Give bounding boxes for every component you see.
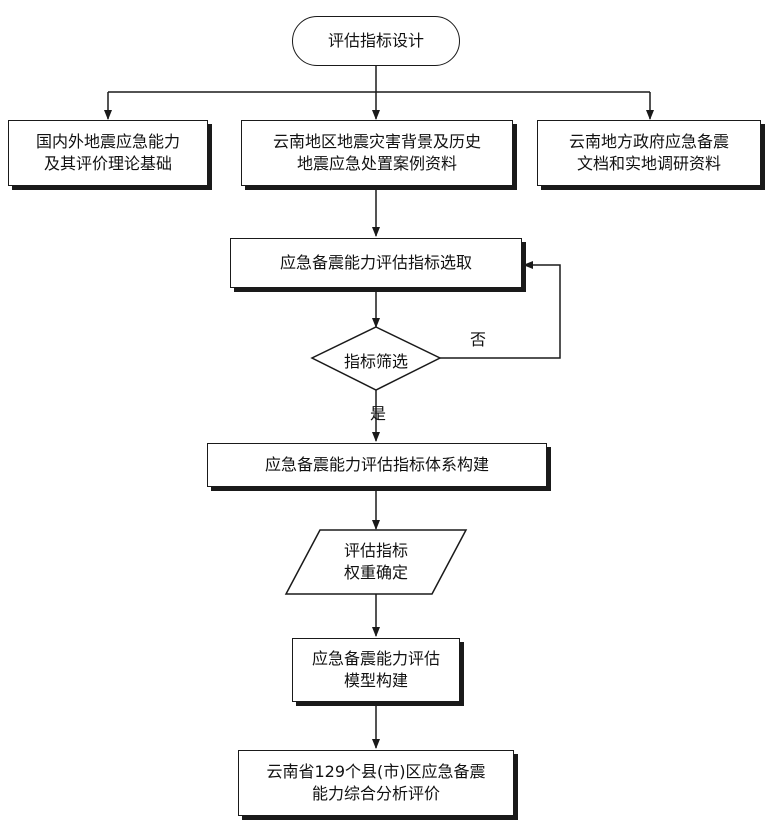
indicator-selection-node: 应急备震能力评估指标选取: [230, 238, 522, 288]
source-left-line-1: 国内外地震应急能力: [35, 132, 180, 151]
start-node: 评估指标设计: [292, 16, 460, 66]
source-mid-line-2: 地震应急处置案例资料: [296, 154, 457, 173]
model-line-1: 应急备震能力评估: [311, 649, 440, 668]
index-system-node: 应急备震能力评估指标体系构建: [207, 443, 547, 487]
final-line-1: 云南省129个县(市)区应急备震: [266, 762, 486, 781]
model-node: 应急备震能力评估 模型构建: [292, 638, 460, 702]
source-right-line-1: 云南地方政府应急备震: [568, 132, 729, 151]
decision-diamond: [310, 326, 442, 391]
weight-parallelogram: [284, 529, 468, 595]
edge-no-loop: [440, 261, 561, 359]
weight-line-2: 权重确定: [343, 563, 408, 582]
source-right-line-2: 文档和实地调研资料: [576, 154, 721, 173]
model-line-2: 模型构建: [343, 671, 408, 690]
source-left-line-2: 及其评价理论基础: [43, 154, 172, 173]
source-right-node: 云南地方政府应急备震 文档和实地调研资料: [537, 120, 761, 186]
yes-branch-label: 是: [369, 404, 386, 423]
source-mid-line-1: 云南地区地震灾害背景及历史: [272, 132, 481, 151]
decision-label: 指标筛选: [343, 352, 408, 371]
final-line-2: 能力综合分析评价: [311, 784, 440, 803]
index-system-label: 应急备震能力评估指标体系构建: [264, 455, 489, 474]
indicator-selection-label: 应急备震能力评估指标选取: [279, 253, 472, 272]
final-evaluation-node: 云南省129个县(市)区应急备震 能力综合分析评价: [238, 750, 514, 816]
no-branch-label: 否: [469, 330, 486, 349]
source-mid-node: 云南地区地震灾害背景及历史 地震应急处置案例资料: [241, 120, 513, 186]
source-left-node: 国内外地震应急能力 及其评价理论基础: [8, 120, 208, 186]
weight-label: 评估指标 权重确定: [316, 540, 436, 584]
start-label: 评估指标设计: [327, 31, 424, 50]
weight-line-1: 评估指标: [343, 541, 408, 560]
